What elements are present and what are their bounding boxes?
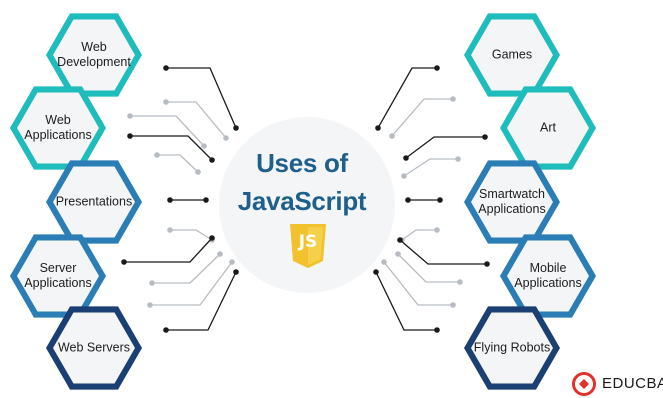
- connector-dot-17-0: [484, 261, 490, 267]
- right-hexagon-fill-3: [507, 240, 589, 312]
- connector-dot-8-0: [149, 280, 155, 286]
- left-hexagon-label-1: Web Applications: [24, 113, 92, 142]
- connector-dot-13-1: [403, 155, 409, 161]
- connector-line-20: [375, 271, 437, 331]
- connector-dot-9-0: [147, 302, 153, 308]
- connector-dot-15-0: [437, 197, 443, 203]
- right-hexagon-fill-2: [471, 166, 553, 238]
- connector-dot-8-1: [217, 251, 223, 257]
- right-hexagon-label-0: Games: [491, 47, 533, 62]
- connector-dot-5-1: [203, 197, 209, 203]
- connector-dot-20-1: [373, 269, 379, 275]
- left-hexagon-label-4: Web Servers: [57, 340, 130, 355]
- left-hexagon-label-3: Server Applications: [24, 261, 92, 290]
- left-hexagon-fill-4: [53, 312, 135, 384]
- connector-dot-5-0: [167, 197, 173, 203]
- connector-dot-2-0: [127, 113, 133, 119]
- connector-line-1: [166, 101, 227, 139]
- right-hexagon-fill-0: [471, 19, 553, 91]
- brand-name: EDUCBA: [602, 375, 663, 392]
- connector-dot-17-1: [397, 237, 403, 243]
- connector-dot-7-1: [209, 235, 215, 241]
- connector-line-4: [157, 154, 199, 173]
- connector-line-7: [124, 237, 213, 263]
- connector-dot-2-1: [201, 143, 207, 149]
- connector-line-3: [130, 135, 213, 161]
- center-circle: [219, 117, 395, 293]
- connector-line-14: [403, 158, 458, 177]
- left-hexagon-fill-0: [53, 19, 135, 91]
- connector-line-11: [377, 67, 437, 129]
- connector-dot-4-1: [195, 169, 201, 175]
- connector-dot-0-0: [163, 65, 169, 71]
- connector-dot-3-1: [209, 157, 215, 163]
- educba-mark-icon: [572, 372, 596, 396]
- connector-line-6: [170, 229, 213, 241]
- left-hexagon-fill-1: [17, 92, 99, 164]
- js-badge-text: JS: [298, 232, 318, 252]
- connector-dot-19-1: [381, 259, 387, 265]
- right-hexagon-label-3: Mobile Applications: [514, 261, 582, 290]
- connector-line-12: [391, 98, 453, 137]
- right-hexagon-label-2: Smartwatch Applications: [478, 187, 546, 216]
- connector-dot-7-0: [121, 259, 127, 265]
- connector-line-9: [150, 261, 233, 306]
- left-hexagon-label-2: Presentations: [55, 194, 133, 209]
- connector-line-13: [405, 136, 485, 159]
- connector-dot-14-0: [455, 156, 461, 162]
- connector-dot-19-0: [450, 302, 456, 308]
- connector-line-2: [130, 115, 205, 147]
- connector-dot-20-0: [434, 327, 440, 333]
- connector-dot-1-1: [223, 135, 229, 141]
- right-hexagon-label-1: Art: [540, 120, 556, 135]
- connector-line-19: [383, 261, 453, 306]
- title-line-1: Uses of: [256, 148, 348, 178]
- connector-line-16: [401, 229, 437, 241]
- connector-dot-12-1: [389, 133, 395, 139]
- right-hexagon-fill-1: [507, 92, 589, 164]
- connector-line-18: [397, 253, 460, 283]
- connector-dot-0-1: [233, 125, 239, 131]
- connector-dot-13-0: [482, 134, 488, 140]
- connector-dot-14-1: [401, 173, 407, 179]
- connector-dot-4-0: [154, 152, 160, 158]
- connector-dot-6-0: [167, 227, 173, 233]
- connector-dot-3-0: [127, 133, 133, 139]
- connector-dot-9-1: [229, 259, 235, 265]
- connector-dot-12-0: [450, 96, 456, 102]
- connector-dot-18-1: [395, 251, 401, 257]
- connector-dot-15-1: [405, 197, 411, 203]
- connector-dot-11-1: [375, 125, 381, 131]
- connector-dot-11-0: [434, 65, 440, 71]
- left-hexagon-label-0: Web Development: [57, 40, 131, 69]
- js-logo-icon: JS: [288, 224, 328, 268]
- connector-dot-16-0: [434, 227, 440, 233]
- right-hexagon-fill-4: [471, 312, 553, 384]
- right-hexagon-label-4: Flying Robots: [473, 340, 551, 355]
- left-hexagon-fill-3: [17, 240, 99, 312]
- connector-line-10: [166, 271, 237, 331]
- title-line-2: JavaScript: [237, 186, 367, 216]
- connector-dot-1-0: [163, 99, 169, 105]
- left-hexagon-fill-2: [53, 166, 135, 238]
- connector-dot-10-1: [233, 269, 239, 275]
- connector-line-17: [399, 239, 487, 265]
- connector-line-0: [166, 67, 237, 129]
- connector-line-8: [152, 253, 221, 284]
- connector-dot-10-0: [163, 327, 169, 333]
- connector-dot-18-0: [457, 279, 463, 285]
